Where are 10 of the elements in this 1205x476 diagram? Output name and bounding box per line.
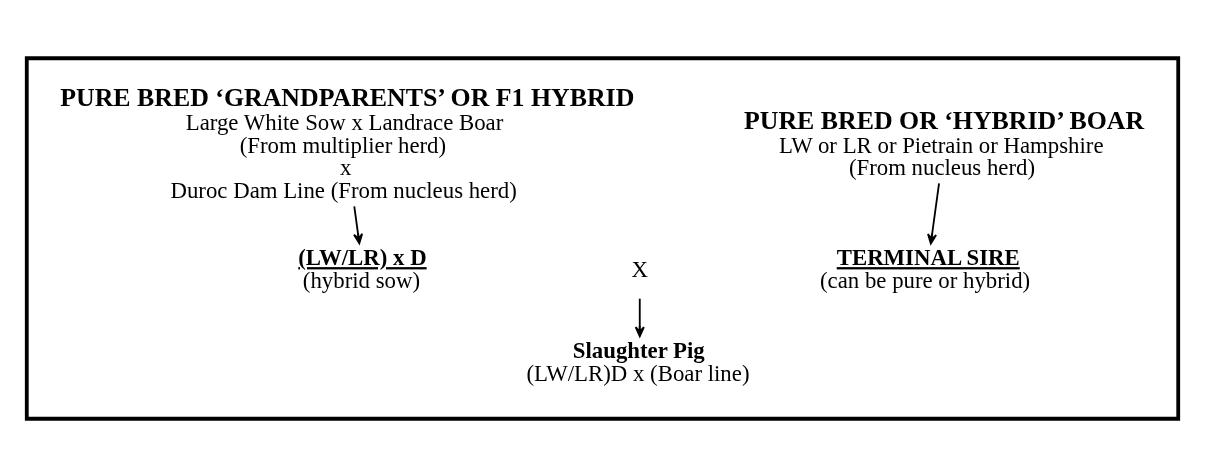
cluster — [24, 55, 1181, 421]
node-text: PURE BRED OR ‘HYBRID’ BOAR LW or LR or Pietrain or Hampshire (From nucleus herd) — [743, 105, 1145, 180]
node-text: Slaughter Pig (LW/LR)D x (Boar line) — [526, 337, 750, 386]
node-text: X — [631, 256, 648, 282]
arrow — [927, 181, 940, 244]
arrow — [353, 204, 364, 244]
node-text: PURE BRED ‘GRANDPARENTS’ OR F1 HYBRID Large White Sow x Landrace Boar (From multiplier herd) x Duroc Dam Line (From nucleus herd) — [60, 82, 635, 203]
arrow — [634, 297, 645, 337]
node-text: (LW/LR) x D (hybrid sow) — [298, 244, 427, 293]
node-text: TERMINAL SIRE (can be pure or hybrid) — [820, 244, 1031, 293]
